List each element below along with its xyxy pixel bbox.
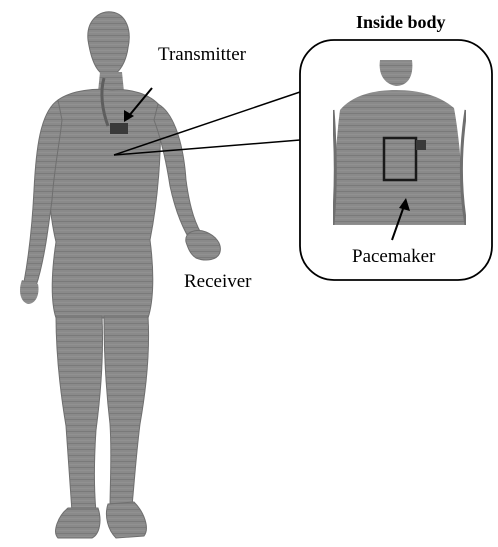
pacemaker-device (416, 140, 426, 150)
body-right-hand (186, 230, 221, 260)
body-left-leg (56, 316, 103, 512)
receiver-label: Receiver (184, 271, 252, 293)
body-head (88, 12, 129, 76)
transmitter-label: Transmitter (158, 44, 246, 66)
body-left-hand (20, 280, 39, 304)
body-left-foot (56, 508, 100, 538)
body-torso (49, 89, 161, 318)
body-right-arm (154, 104, 204, 246)
body-right-leg (104, 316, 149, 510)
inset-closeup (333, 60, 466, 225)
pacemaker-label: Pacemaker (352, 246, 435, 268)
body-right-foot (106, 502, 146, 538)
transmitter-device (110, 123, 128, 134)
inset-title: Inside body (356, 12, 446, 33)
